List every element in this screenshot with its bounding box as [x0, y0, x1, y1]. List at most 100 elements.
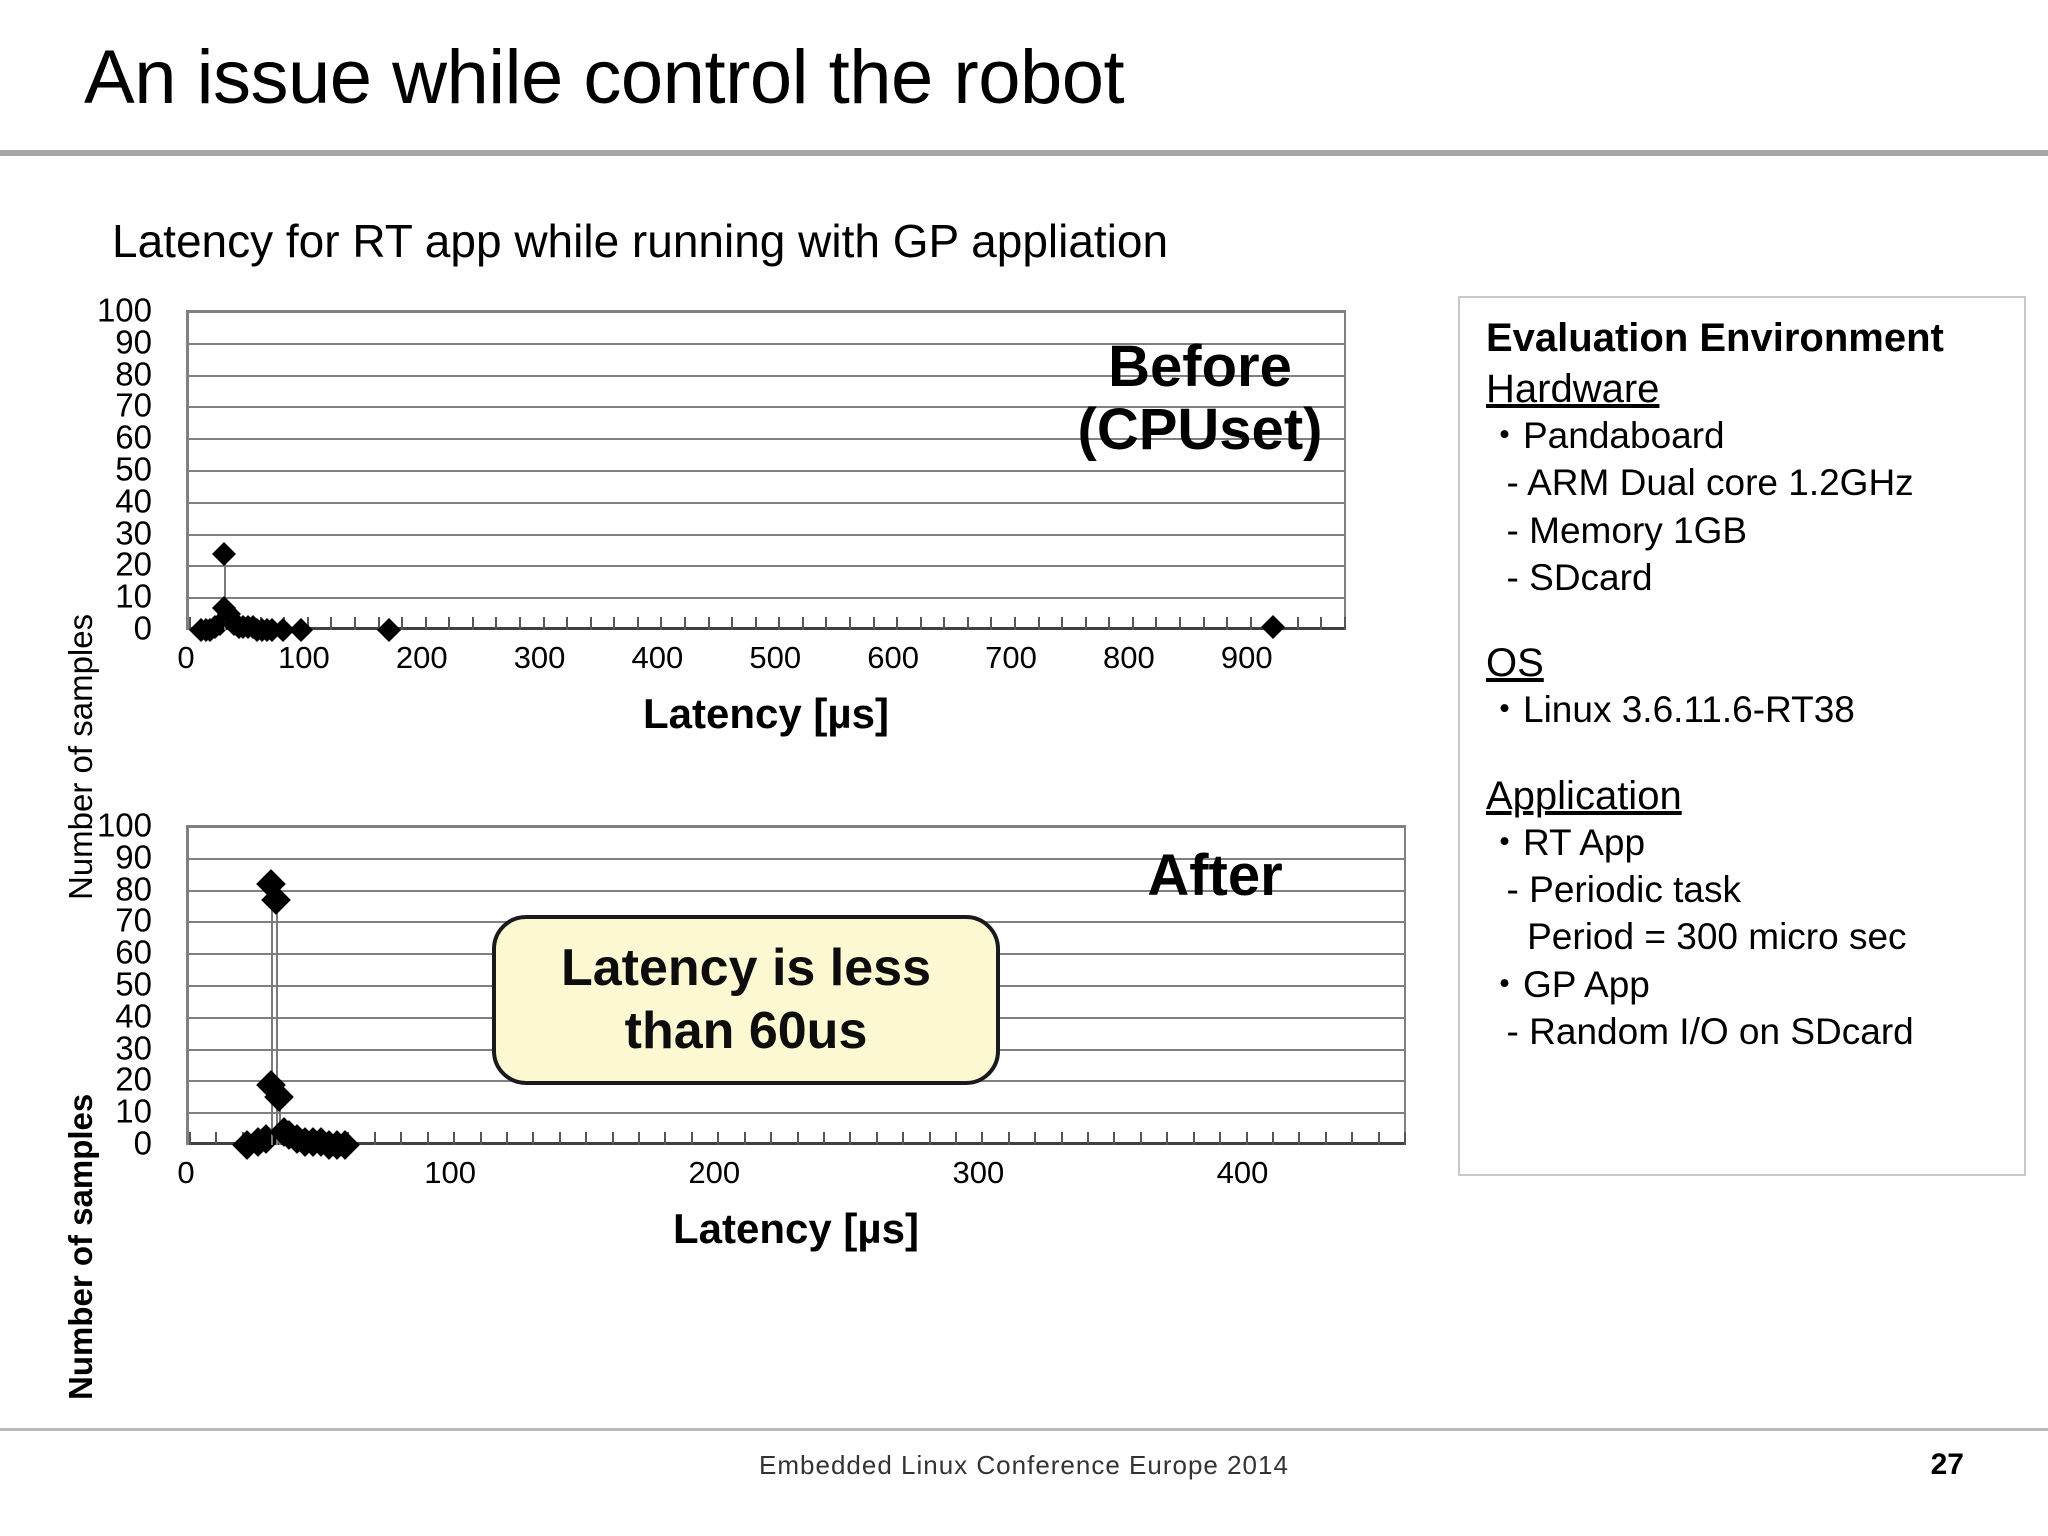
x-tick-label: 100	[424, 1155, 476, 1190]
y-tick-label: 0	[133, 1124, 152, 1162]
latency-callout-text: Latency is less than 60us	[561, 938, 931, 1060]
x-axis-tick	[1087, 1132, 1090, 1145]
x-axis-tick	[424, 617, 427, 630]
y-tick-label: 10	[115, 577, 152, 615]
x-axis-tick	[566, 617, 569, 630]
evaluation-environment-panel: Evaluation Environment Hardware・Pandaboa…	[1458, 296, 2026, 1176]
y-tick-label: 90	[115, 838, 152, 876]
x-axis-tick	[505, 1132, 508, 1145]
data-point-marker	[288, 617, 313, 643]
x-axis-tick	[770, 1132, 773, 1145]
y-tick-label: 70	[115, 386, 152, 424]
x-axis-tick	[1271, 1132, 1274, 1145]
y-tick-label: 30	[115, 1029, 152, 1067]
x-axis-tick	[822, 1132, 825, 1145]
y-tick-label: 40	[115, 482, 152, 520]
x-axis-tick	[189, 1132, 191, 1145]
x-axis-tick	[1324, 1132, 1327, 1145]
x-axis-tick	[1245, 1132, 1248, 1145]
gridline	[189, 826, 1404, 828]
panel-spacer	[1486, 601, 2002, 635]
y-tick-label: 100	[96, 291, 152, 329]
y-tick-label: 100	[96, 806, 152, 844]
y-tick-label: 30	[115, 514, 152, 552]
y-tick-label: 50	[115, 965, 152, 1003]
x-axis-tick	[589, 617, 592, 630]
x-axis-tick	[373, 1132, 376, 1145]
x-axis-tick	[731, 617, 734, 630]
x-axis-tick	[928, 1132, 931, 1145]
x-tick-label: 100	[277, 640, 330, 675]
x-axis-tick	[1296, 617, 1299, 630]
data-stem	[270, 884, 273, 1145]
x-axis-tick	[1298, 1132, 1301, 1145]
page-number: 27	[1930, 1448, 1964, 1481]
panel-section-header: OS	[1486, 635, 2002, 686]
x-axis-tick	[471, 617, 474, 630]
panel-bullet-line: - ARM Dual core 1.2GHz	[1486, 462, 1914, 504]
page-title: An issue while control the robot	[84, 35, 1125, 120]
x-axis-tick	[943, 617, 946, 630]
y-tick-label: 80	[115, 355, 152, 393]
title-divider	[0, 150, 2048, 156]
footer-conference-label: Embedded Linux Conference Europe 2014	[759, 1450, 1289, 1480]
x-axis-tick	[1219, 1132, 1222, 1145]
x-tick-label: 0	[177, 640, 195, 675]
x-axis-tick	[690, 1132, 693, 1145]
x-axis-tick	[1131, 617, 1134, 630]
x-tick-label: 300	[952, 1155, 1005, 1190]
x-axis-tick	[400, 1132, 403, 1145]
x-axis-tick	[638, 1132, 641, 1145]
x-axis-tick	[1155, 617, 1158, 630]
chart-before-plot-area	[186, 310, 1346, 643]
x-tick-label: 200	[688, 1155, 741, 1190]
gridline	[189, 501, 1344, 504]
panel-spacer	[1486, 734, 2002, 768]
panel-section-title: Application	[1486, 773, 1682, 818]
gridline	[189, 406, 1344, 409]
x-tick-label: 500	[749, 640, 802, 675]
x-axis-tick	[1344, 617, 1346, 630]
data-stem	[224, 553, 227, 630]
x-axis-tick	[1014, 617, 1016, 630]
panel-bullet-line: - Random I/O on SDcard	[1486, 1011, 1914, 1053]
evaluation-environment-heading: Evaluation Environment	[1486, 316, 1944, 360]
x-axis-tick	[660, 617, 663, 630]
x-axis-tick	[796, 1132, 799, 1145]
data-stem	[276, 900, 279, 1145]
footer-divider	[0, 1428, 2048, 1431]
y-tick-label: 90	[115, 323, 152, 361]
x-tick-label: 800	[1102, 640, 1155, 675]
x-axis-line	[189, 627, 1344, 630]
chart-before-badge: Before (CPUset)	[1077, 334, 1323, 462]
x-axis-tick	[426, 1132, 429, 1145]
y-tick-label: 60	[115, 418, 152, 456]
x-axis-tick	[542, 617, 545, 630]
panel-bullet-line: - Memory 1GB	[1486, 509, 1748, 551]
x-axis-tick	[1113, 1132, 1116, 1145]
gridline	[189, 857, 1404, 860]
x-axis-tick	[1061, 617, 1064, 630]
x-tick-label: 700	[985, 640, 1037, 675]
x-axis-tick	[919, 617, 922, 630]
panel-section-header: Application	[1486, 768, 2002, 819]
x-tick-label: 400	[631, 640, 684, 675]
y-tick-label: 60	[115, 933, 152, 971]
y-tick-label: 70	[115, 901, 152, 939]
gridline	[189, 374, 1344, 377]
x-axis-tick	[306, 617, 309, 630]
x-axis-tick	[1202, 617, 1205, 630]
x-axis-tick	[1192, 1132, 1195, 1145]
x-tick-label: 400	[1216, 1155, 1269, 1190]
panel-bullet-line: ・Linux 3.6.11.6-RT38	[1486, 689, 1855, 731]
x-axis-tick	[1351, 1132, 1354, 1145]
y-tick-label: 0	[133, 609, 152, 647]
y-tick-label: 40	[115, 997, 152, 1035]
x-axis-tick	[453, 1132, 456, 1145]
x-axis-tick	[448, 617, 451, 630]
